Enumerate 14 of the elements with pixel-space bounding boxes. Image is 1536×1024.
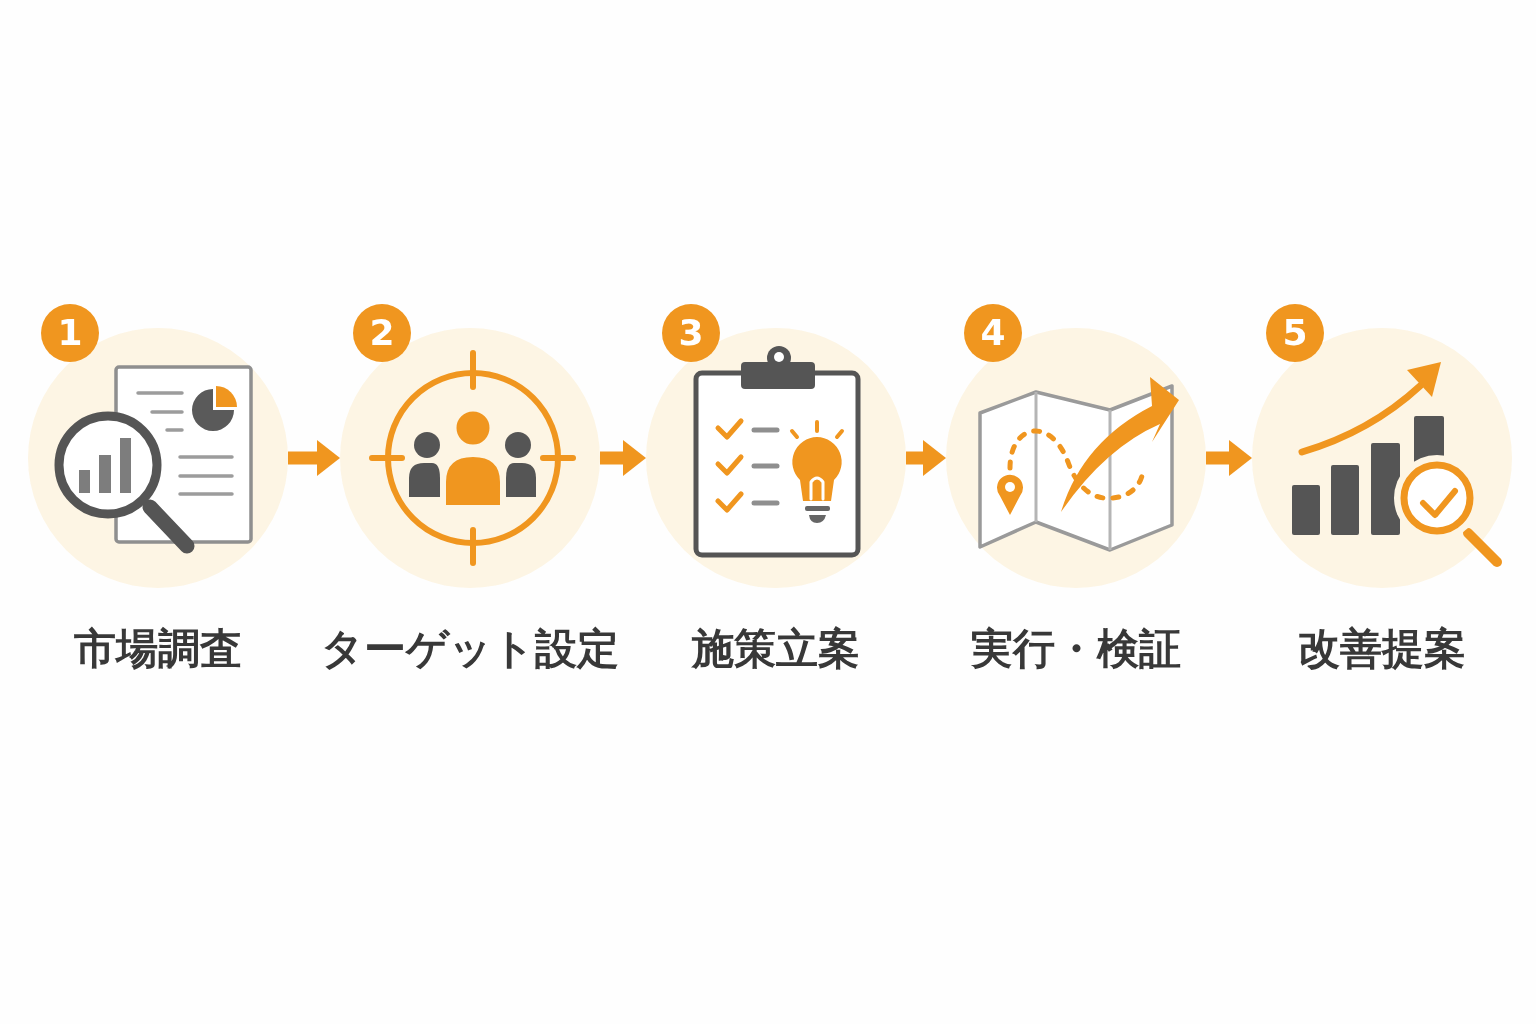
arrow: [906, 440, 946, 476]
arrow: [600, 440, 646, 476]
number-badge: 1: [41, 304, 99, 362]
arrow: [1206, 440, 1252, 476]
step-label: 改善提案: [1298, 624, 1466, 675]
number-badge: 4: [964, 304, 1022, 362]
step-label: 実行・検証: [971, 624, 1181, 675]
arrow: [288, 440, 340, 476]
number-badge: 3: [662, 304, 720, 362]
number-badge: 2: [353, 304, 411, 362]
step-label: 市場調査: [74, 624, 242, 675]
number-badge: 5: [1266, 304, 1324, 362]
step-label: ターゲット設定: [321, 624, 619, 675]
step-label: 施策立案: [692, 624, 860, 675]
